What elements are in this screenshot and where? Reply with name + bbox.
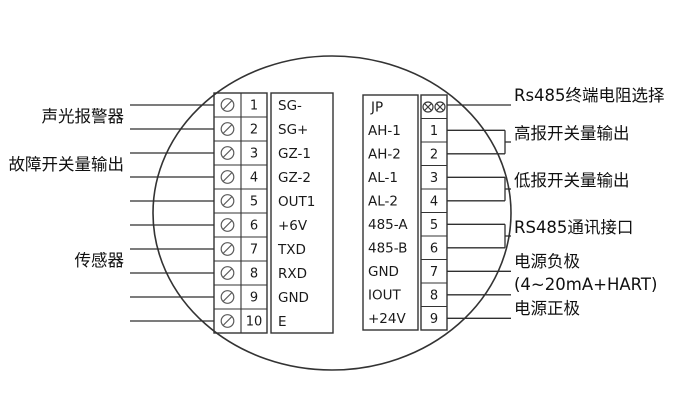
signal-label: AH-2 bbox=[368, 147, 401, 163]
terminal-number: 8 bbox=[250, 267, 258, 282]
signal-label: E bbox=[278, 314, 287, 330]
terminal-number: 7 bbox=[250, 243, 258, 258]
terminal-number: 4 bbox=[250, 171, 258, 186]
label-power-positive: 电源正极 bbox=[514, 299, 580, 318]
label-low-alarm-output: 低报开关量输出 bbox=[514, 171, 630, 190]
terminal-number: 5 bbox=[430, 218, 438, 233]
label-sensor: 传感器 bbox=[75, 251, 125, 270]
terminal-number: 5 bbox=[250, 195, 258, 210]
label-rs485-comm: RS485通讯接口 bbox=[514, 218, 633, 237]
screw-terminal-icon bbox=[220, 290, 235, 304]
label-power-negative: 电源负极 bbox=[514, 252, 580, 271]
screw-terminal-icon bbox=[220, 242, 235, 256]
signal-label: IOUT bbox=[368, 288, 401, 304]
left-signal-box: SG- SG+ GZ-1 GZ-2 OUT1 +6V TXD RXD GND E bbox=[270, 92, 334, 334]
signal-label: GND bbox=[278, 290, 309, 306]
terminal-number: 3 bbox=[250, 147, 258, 162]
terminal-number: 3 bbox=[430, 171, 438, 186]
screw-terminal-icon bbox=[220, 146, 235, 160]
label-fault-switch-output: 故障开关量输出 bbox=[9, 155, 125, 174]
signal-label: RXD bbox=[278, 266, 307, 282]
terminal-number: 4 bbox=[430, 194, 438, 209]
terminal-number: 2 bbox=[430, 147, 438, 162]
label-sound-light-alarm: 声光报警器 bbox=[42, 107, 125, 126]
right-leader-lines bbox=[447, 104, 511, 319]
screw-terminal-icon bbox=[220, 194, 235, 208]
screw-terminal-icon bbox=[220, 98, 235, 112]
left-signal-frame bbox=[270, 92, 334, 334]
terminal-number: 9 bbox=[250, 291, 258, 306]
screw-terminal-icon bbox=[220, 266, 235, 280]
signal-label: GND bbox=[368, 264, 399, 280]
signal-label: 485-A bbox=[368, 217, 408, 233]
terminal-number: 6 bbox=[250, 219, 258, 234]
signal-label: OUT1 bbox=[278, 194, 315, 210]
terminal-number: 8 bbox=[430, 288, 438, 303]
signal-label: AH-1 bbox=[368, 123, 401, 139]
terminal-number: 1 bbox=[250, 99, 258, 114]
signal-label: TXD bbox=[277, 242, 306, 258]
terminal-number: 2 bbox=[250, 123, 258, 138]
terminal-number: 6 bbox=[430, 241, 438, 256]
right-signal-box: JP AH-1 AH-2 AL-1 AL-2 485-A 485-B GND I… bbox=[362, 94, 419, 331]
device-body-outline bbox=[152, 55, 512, 371]
jumper-label: JP bbox=[370, 100, 383, 116]
terminal-number: 1 bbox=[430, 124, 438, 139]
signal-label: +6V bbox=[278, 218, 308, 234]
terminal-number: 9 bbox=[430, 312, 438, 327]
signal-label: SG- bbox=[278, 98, 302, 114]
label-rs485-termination: Rs485终端电阻选择 bbox=[514, 86, 665, 105]
jumper-icon bbox=[434, 101, 446, 113]
signal-label: AL-1 bbox=[368, 170, 398, 186]
right-terminal-block: 1 2 3 4 5 6 7 8 9 bbox=[420, 94, 448, 331]
signal-label: +24V bbox=[368, 311, 406, 327]
signal-label: SG+ bbox=[278, 122, 308, 138]
terminal-number: 10 bbox=[246, 315, 263, 330]
label-high-alarm-output: 高报开关量输出 bbox=[514, 124, 630, 143]
left-terminal-block: 1 2 3 4 5 6 7 8 9 10 bbox=[213, 92, 268, 334]
screw-terminal-icon bbox=[220, 218, 235, 232]
right-signal-frame bbox=[362, 94, 419, 331]
signal-label: AL-2 bbox=[368, 194, 398, 210]
screw-terminal-icon bbox=[220, 170, 235, 184]
left-leader-lines bbox=[130, 104, 214, 322]
screw-terminal-icon bbox=[220, 122, 235, 136]
terminal-number: 7 bbox=[430, 265, 438, 280]
signal-label: GZ-1 bbox=[278, 146, 311, 162]
screw-terminal-icon bbox=[220, 314, 235, 328]
label-hart: (4~20mA+HART) bbox=[514, 275, 657, 294]
signal-label: GZ-2 bbox=[278, 170, 311, 186]
jumper-icon bbox=[422, 101, 434, 113]
signal-label: 485-B bbox=[368, 241, 407, 257]
